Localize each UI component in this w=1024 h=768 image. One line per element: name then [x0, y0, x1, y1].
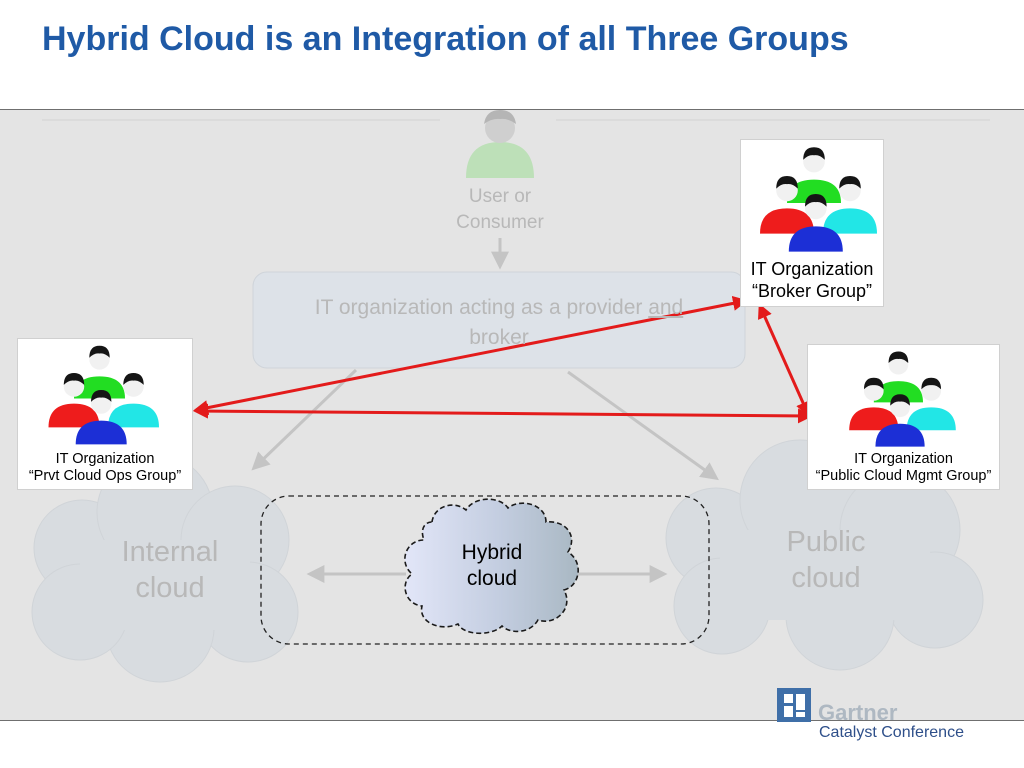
catalyst-conference-label: Catalyst Conference — [819, 724, 964, 741]
gartner-brand: Gartner — [818, 700, 898, 725]
public-label-line1: IT Organization — [854, 451, 953, 467]
connector-broker-to-public — [758, 303, 810, 417]
private-group-label: IT Organization “Prvt Cloud Ops Group” — [18, 451, 192, 486]
person-green-icon — [787, 147, 841, 203]
person-green-icon — [74, 345, 125, 399]
public-cloud-line2: cloud — [791, 562, 861, 594]
public-cloud-mgmt-group-card: IT Organization “Public Cloud Mgmt Group… — [807, 344, 1000, 490]
person-blue-icon — [75, 390, 127, 445]
people-group-icon — [849, 351, 956, 447]
public-cloud-line1: Public — [786, 526, 866, 558]
user-icon — [466, 110, 534, 178]
person-cyan-icon — [906, 377, 956, 431]
user-label-line2: Consumer — [456, 212, 544, 233]
public-cloud-label: Public cloud — [746, 524, 906, 596]
hybrid-cloud-shape — [404, 498, 579, 635]
broker-group-card: IT Organization “Broker Group” — [740, 139, 884, 307]
internal-cloud-line2: cloud — [135, 572, 205, 604]
provider-label-and: and — [648, 296, 684, 319]
hybrid-cloud-label: Hybrid cloud — [430, 540, 554, 592]
public-label-line2: “Public Cloud Mgmt Group” — [815, 468, 992, 485]
private-label-line2: “Prvt Cloud Ops Group” — [28, 468, 182, 485]
red-connector-lines — [193, 295, 813, 424]
public-cloud-shape — [665, 439, 984, 671]
people-group-icon — [48, 345, 159, 445]
connector-private-to-broker — [193, 295, 748, 416]
people-group-icon — [760, 147, 877, 252]
private-label-line1: IT Organization — [55, 451, 155, 467]
person-cyan-icon — [108, 373, 159, 428]
internal-cloud-label: Internal cloud — [90, 534, 250, 606]
connector-private-to-public — [193, 403, 813, 424]
public-group-label: IT Organization “Public Cloud Mgmt Group… — [808, 451, 999, 486]
broker-label-line1: IT Organization — [750, 259, 874, 279]
person-green-icon — [873, 351, 923, 403]
internal-cloud-line1: Internal — [121, 536, 219, 568]
person-red-icon — [760, 176, 814, 234]
provider-label-line2: broker — [469, 326, 529, 349]
person-red-icon — [849, 377, 899, 431]
hybrid-cloud-line2: cloud — [466, 567, 518, 590]
user-label-line1: User or — [468, 186, 532, 207]
person-blue-icon — [875, 394, 925, 447]
provider-label-prefix: IT organization acting as a provider — [314, 296, 649, 319]
slide-title: Hybrid Cloud is an Integration of all Th… — [42, 20, 849, 58]
provider-box-label: IT organization acting as a provider and… — [260, 293, 738, 353]
arrow-to-public-cloud — [567, 370, 719, 481]
hybrid-dashed-container — [260, 495, 710, 645]
gartner-logo-icon — [777, 688, 811, 722]
private-cloud-ops-group-card: IT Organization “Prvt Cloud Ops Group” — [17, 338, 193, 490]
arrow-to-internal-cloud — [251, 368, 358, 471]
broker-label-line2: “Broker Group” — [751, 280, 873, 301]
person-red-icon — [48, 373, 100, 428]
hybrid-cloud-line1: Hybrid — [461, 541, 523, 564]
person-blue-icon — [788, 194, 843, 252]
broker-group-label: IT Organization “Broker Group” — [741, 259, 883, 302]
person-cyan-icon — [823, 176, 877, 234]
user-consumer-label: User or Consumer — [430, 184, 570, 236]
